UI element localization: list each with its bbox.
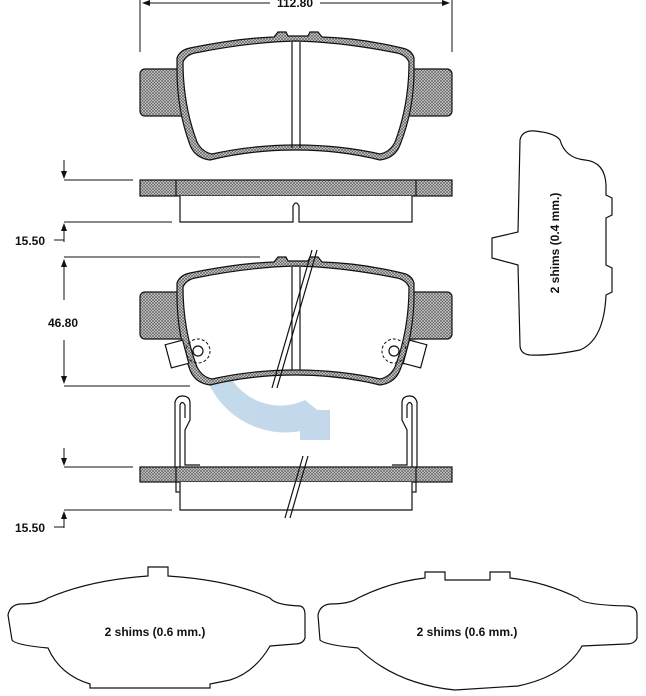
shim-right: 2 shims (0.4 mm.) — [491, 130, 613, 356]
brake-pad-front-view-with-clips: 46.80 — [48, 256, 453, 387]
shim-bottom-right-label: 2 shims (0.6 mm.) — [417, 625, 518, 639]
break-lines — [271, 249, 318, 519]
thickness-label-top: 15.50 — [15, 234, 45, 248]
thickness-label-bottom: 15.50 — [15, 521, 45, 535]
shim-bottom-left-label: 2 shims (0.6 mm.) — [105, 625, 206, 639]
shim-bottom-right: 2 shims (0.6 mm.) — [317, 571, 638, 691]
width-label: 112.80 — [277, 0, 313, 10]
shim-bottom-left: 2 shims (0.6 mm.) — [7, 566, 306, 689]
brake-pad-front-view — [139, 31, 453, 161]
brake-pad-side-view-1: 15.50 — [15, 160, 453, 248]
retaining-clips — [174, 395, 418, 493]
height-label: 46.80 — [48, 316, 78, 330]
shim-right-label: 2 shims (0.4 mm.) — [548, 193, 562, 294]
brake-pad-side-view-2: 15.50 — [15, 448, 453, 535]
width-dimension: 112.80 — [139, 0, 453, 52]
